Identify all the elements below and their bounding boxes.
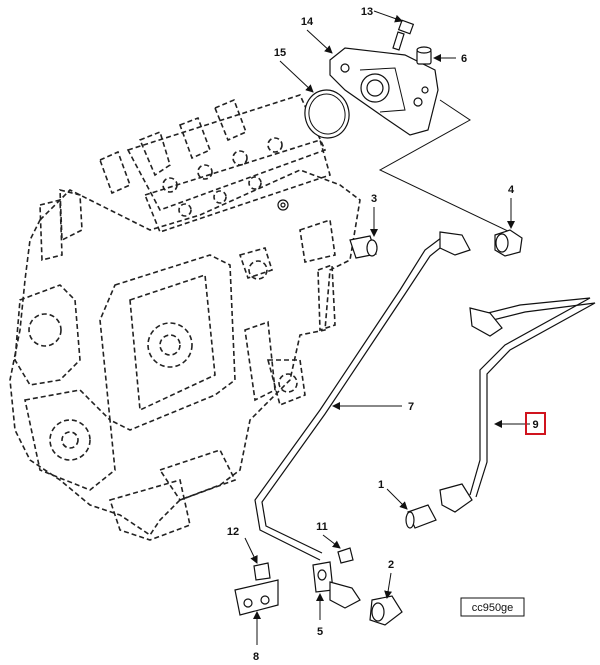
callout-labels: 13 14 6 15 4 3 7 9 1 12 11 2 5 8: [227, 6, 546, 663]
pipe-9: [439, 297, 596, 513]
engine-block: [9, 94, 361, 541]
fitting-3: [349, 235, 378, 259]
callout-7: 7: [408, 401, 414, 413]
bolt-12: [253, 562, 271, 581]
callout-15: 15: [274, 47, 286, 59]
callout-8: 8: [253, 651, 259, 663]
callout-14: 14: [301, 16, 314, 28]
callout-5: 5: [317, 626, 323, 638]
callout-13: 13: [361, 6, 373, 18]
reference-code: cc950ge: [472, 602, 514, 614]
bracket-8: [234, 579, 279, 616]
callout-2: 2: [388, 559, 394, 571]
callout-12: 12: [227, 526, 239, 538]
callout-6: 6: [461, 53, 467, 65]
pipe-7: [254, 231, 471, 561]
fitting-1: [405, 504, 437, 529]
callout-3: 3: [371, 193, 377, 205]
leader-lines: [244, 10, 530, 645]
bolt-11: [337, 547, 354, 564]
fitting-6: [416, 46, 432, 65]
o-ring-seal: [304, 89, 350, 139]
mounting-bracket: [329, 47, 439, 136]
callout-1: 1: [378, 479, 384, 491]
clip-5: [312, 561, 334, 593]
callout-4: 4: [508, 184, 515, 196]
reference-code-box: cc950ge: [460, 597, 525, 617]
callout-11: 11: [316, 521, 328, 533]
callout-9-highlight: [525, 412, 546, 435]
elbow-fitting-2: [369, 595, 403, 626]
callout-9: 9: [532, 419, 538, 431]
elbow-fitting-4: [494, 229, 523, 257]
bolt-13: [392, 19, 415, 51]
block-port-fitting: [277, 199, 289, 211]
fitting-line-end: [329, 581, 361, 609]
